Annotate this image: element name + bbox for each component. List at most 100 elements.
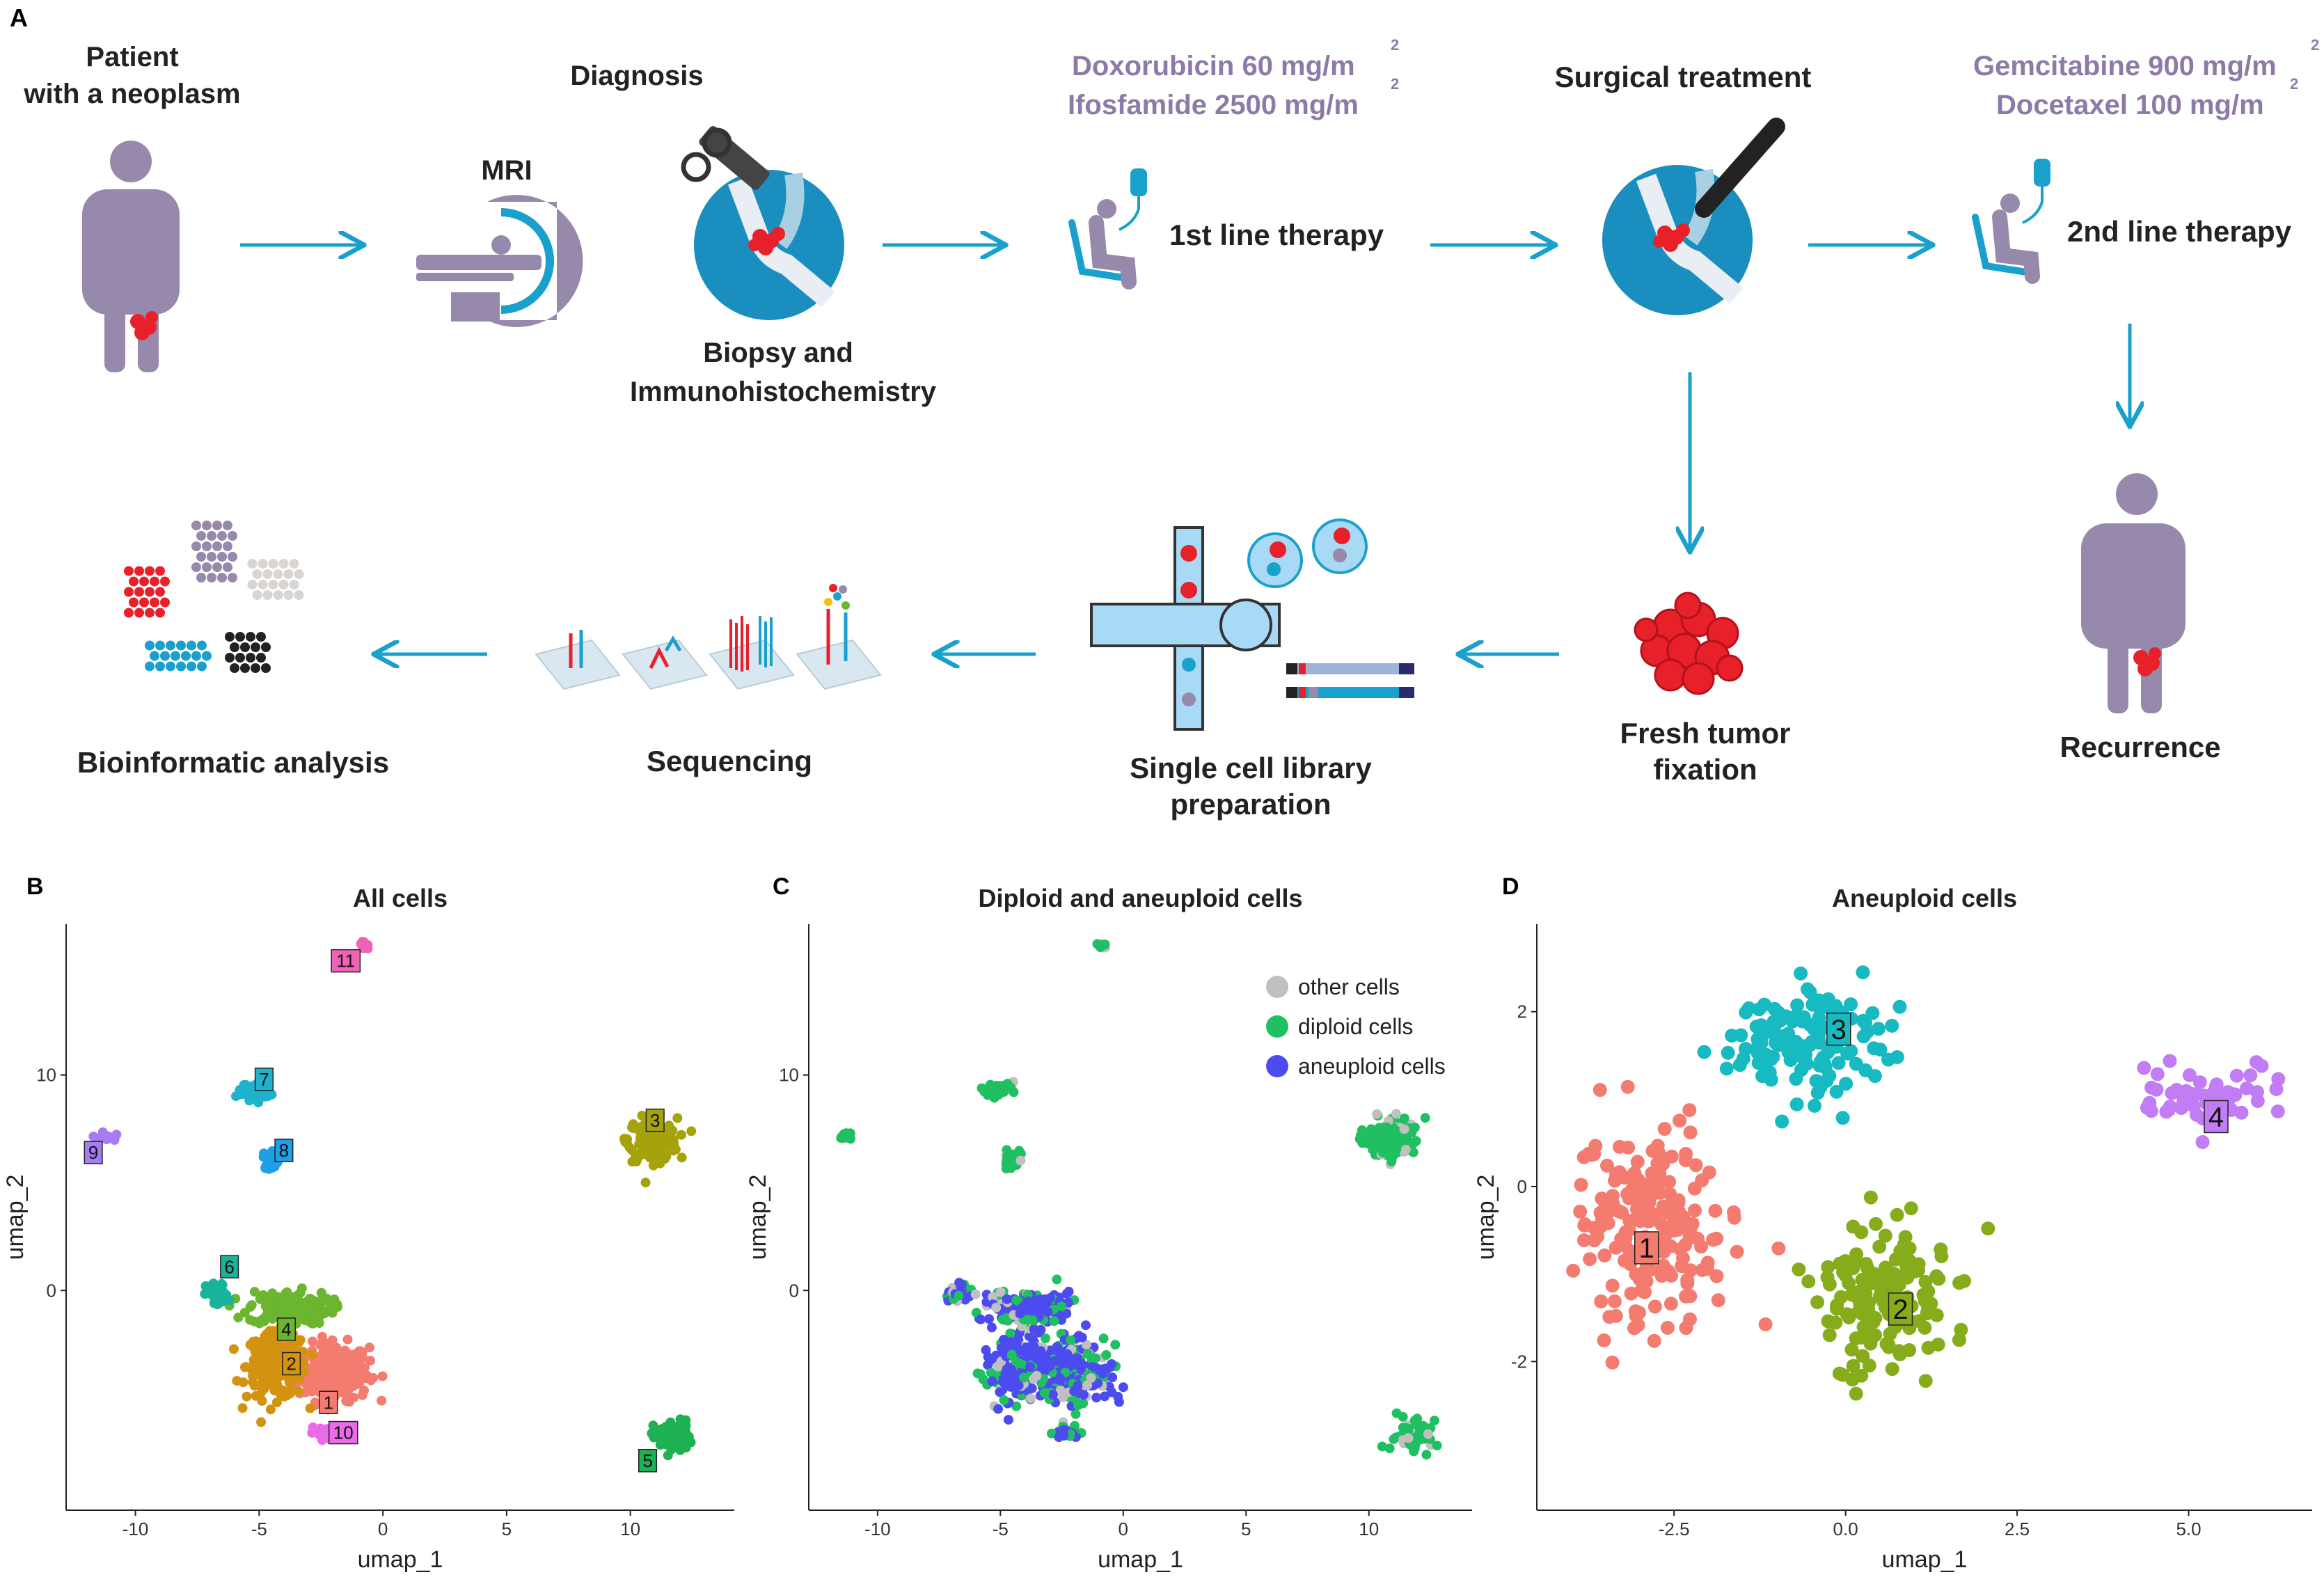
data-point: [1005, 1337, 1015, 1347]
data-point: [1048, 1390, 1058, 1400]
y-tick-label: 10: [36, 1065, 56, 1086]
data-point: [1047, 1428, 1057, 1439]
data-point: [676, 1130, 686, 1140]
data-point: [317, 1331, 327, 1342]
data-point: [655, 1432, 665, 1442]
data-point: [1400, 1144, 1411, 1155]
bio-dot: [258, 559, 268, 569]
data-point: [1027, 1315, 1038, 1325]
bio-dot: [155, 566, 165, 576]
data-point: [1764, 1072, 1778, 1087]
points: [1566, 965, 2286, 1401]
data-point: [365, 1356, 375, 1366]
data-point: [1043, 1307, 1053, 1317]
data-point: [273, 1344, 283, 1354]
x-tick-label: -5: [251, 1519, 267, 1539]
data-point: [1624, 1214, 1638, 1229]
data-point: [1054, 1373, 1065, 1384]
data-point: [668, 1134, 679, 1145]
cluster-label-box: [645, 1108, 665, 1132]
data-point: [1620, 1079, 1635, 1094]
data-point: [314, 1318, 324, 1328]
data-point: [1678, 1238, 1693, 1252]
data-point: [1663, 1297, 1678, 1311]
data-point: [626, 1145, 637, 1155]
data-point: [954, 1290, 964, 1301]
bio-dot: [124, 566, 134, 576]
data-point: [1101, 1350, 1112, 1360]
data-point: [2243, 1068, 2258, 1083]
data-point: [1645, 1166, 1659, 1180]
data-point: [260, 1163, 271, 1173]
bio-dot: [246, 632, 255, 642]
data-point: [1873, 1289, 1888, 1303]
data-point: [1052, 1274, 1062, 1285]
bio-dot: [155, 640, 165, 651]
cluster-label: 3: [1831, 1015, 1847, 1045]
data-point: [2176, 1096, 2190, 1111]
bio-dot: [155, 608, 165, 618]
data-point: [1641, 1201, 1655, 1216]
bio-dot: [207, 573, 216, 583]
bio-dot: [252, 590, 262, 600]
data-point: [363, 943, 373, 953]
cluster-label: 2: [286, 1354, 296, 1374]
data-point: [313, 1381, 323, 1391]
data-point: [999, 1086, 1009, 1097]
bio-dot: [160, 651, 170, 661]
data-point: [1676, 1251, 1690, 1266]
bio-dot: [262, 569, 273, 579]
data-point: [1039, 1388, 1050, 1398]
bio-dot: [262, 590, 273, 600]
cluster-label-box: [1826, 1013, 1851, 1046]
data-point: [1730, 1244, 1744, 1259]
data-point: [360, 1373, 370, 1384]
data-point: [1657, 1122, 1672, 1136]
data-point: [1821, 1260, 1835, 1274]
data-point: [1027, 1383, 1037, 1393]
data-point: [647, 1130, 657, 1141]
data-point: [2221, 1085, 2236, 1100]
data-point: [2269, 1082, 2284, 1096]
drug1-line2: Ifosfamide 2500 mg/m: [1068, 90, 1359, 120]
data-point: [1025, 1362, 1035, 1372]
data-point: [1842, 1276, 1856, 1290]
data-point: [1892, 1278, 1906, 1292]
data-point: [1414, 1427, 1425, 1437]
cluster-label: 10: [333, 1423, 354, 1443]
bio-dot: [247, 580, 258, 589]
cluster-label-box: [274, 1139, 294, 1162]
data-point: [1689, 1158, 1703, 1173]
data-point: [1004, 1368, 1015, 1378]
bio-dot: [145, 566, 155, 576]
data-point: [1638, 1182, 1653, 1197]
data-point: [1605, 1355, 1620, 1370]
drug2-sup1: 2: [2311, 36, 2319, 54]
y-tick-label: 0: [47, 1280, 56, 1301]
data-point: [313, 1367, 324, 1377]
data-point: [1688, 1203, 1702, 1218]
data-point: [1752, 1002, 1766, 1017]
x-tick-label: 0: [1118, 1519, 1128, 1539]
x-tick-label: 5: [1241, 1519, 1251, 1539]
biopsy-label-line1: Biopsy and: [703, 338, 853, 368]
data-point: [1830, 1301, 1844, 1316]
bio-dot: [196, 552, 206, 562]
data-point: [1430, 1416, 1439, 1426]
data-point: [1566, 1263, 1581, 1278]
cluster-label-box: [331, 949, 361, 973]
bio-dot: [217, 573, 227, 583]
data-point: [1107, 1372, 1118, 1383]
data-point: [1605, 1278, 1620, 1293]
data-point: [1357, 1125, 1367, 1135]
data-point: [1664, 1149, 1679, 1164]
cluster-label: 2: [1892, 1294, 1908, 1325]
data-point: [308, 1349, 317, 1360]
data-point: [342, 1334, 353, 1345]
data-point: [987, 1322, 997, 1333]
bio-dot: [155, 661, 165, 672]
data-point: [217, 1280, 228, 1290]
data-point: [218, 1297, 228, 1307]
data-point: [1612, 1165, 1627, 1180]
